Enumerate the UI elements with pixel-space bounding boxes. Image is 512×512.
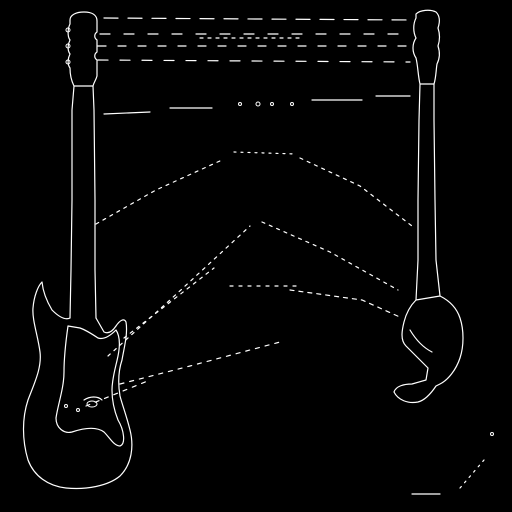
- left-guitar-knob-small: [64, 404, 68, 408]
- left-guitar-neck-right: [92, 85, 97, 319]
- string-row-4: [97, 59, 411, 63]
- tuner-peg: [65, 27, 71, 33]
- left-guitar-bridge: [83, 396, 103, 401]
- string-chevron-upper-top: [233, 151, 297, 155]
- fragment: [459, 459, 485, 489]
- string-chevron-lower-left: [107, 225, 251, 357]
- string-diagonal-2: [119, 341, 281, 385]
- tuner-peg: [65, 43, 71, 49]
- fragment-dot: [490, 432, 494, 436]
- right-bass-neck-left: [415, 83, 421, 301]
- string-dot: [290, 102, 294, 106]
- tuner-peg: [65, 59, 71, 65]
- right-bass-headstock: [412, 9, 441, 85]
- left-guitar-body: [22, 281, 133, 490]
- string-chevron-upper-left: [95, 159, 223, 225]
- left-guitar-neck-left: [69, 85, 75, 319]
- strings: [85, 17, 494, 495]
- string-dot: [238, 102, 242, 106]
- string-dot: [270, 102, 274, 106]
- string-row-1: [103, 17, 413, 21]
- string-row-6: [103, 111, 151, 115]
- string-chevron-lower-right: [261, 221, 399, 291]
- string-chevron-upper-right: [299, 157, 413, 227]
- right-bass-body-inner: [409, 329, 433, 353]
- right-bass-body: [393, 295, 464, 404]
- left-guitar-headstock: [67, 11, 98, 87]
- bass-guitar: [393, 9, 464, 404]
- string-diagonal-3: [85, 379, 151, 407]
- string-diagonal-1: [123, 267, 215, 339]
- string-dot: [255, 101, 261, 107]
- electric-guitar: [22, 11, 133, 490]
- string-chevron-lower-right-2: [289, 289, 403, 319]
- left-guitar-pickguard: [55, 325, 125, 447]
- left-guitar-knob: [86, 400, 98, 408]
- right-bass-neck-right: [433, 83, 441, 297]
- left-guitar-knob-small-2: [76, 408, 80, 412]
